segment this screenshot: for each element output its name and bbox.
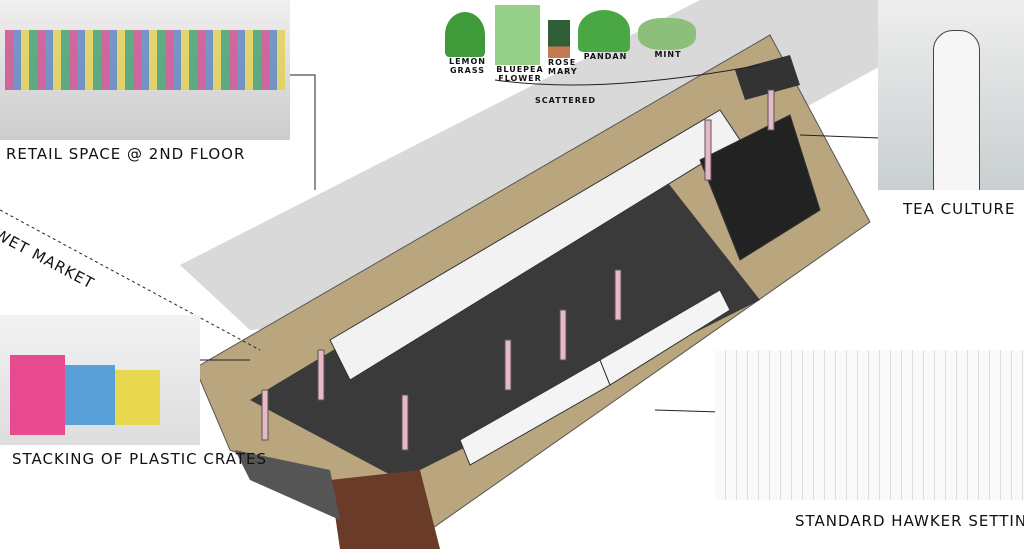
label-retail-space: Retail Space @ 2nd Floor xyxy=(6,145,246,163)
entrance-stairs xyxy=(330,470,440,549)
herb-label: Bluepea Flower xyxy=(496,65,544,83)
hawker-setting-photo xyxy=(715,350,1024,500)
hawker-stall-row-2 xyxy=(599,289,731,386)
pillars xyxy=(261,89,775,451)
bluepea-flower-plant-icon xyxy=(495,5,540,65)
herb-lemon-grass: Lemon Grass xyxy=(445,12,490,75)
label-hawker-setting: Standard Hawker Setting xyxy=(795,512,1024,530)
tea-culture-photo xyxy=(878,0,1024,190)
herb-label: Pandan xyxy=(583,52,628,61)
herb-mint: Mint xyxy=(638,18,698,59)
lemon-grass-plant-icon xyxy=(445,12,485,57)
herb-label: Lemon Grass xyxy=(448,57,487,75)
leader-lines xyxy=(0,64,881,413)
front-steps xyxy=(235,450,340,520)
label-tea-culture: Tea Culture xyxy=(903,200,1016,218)
herb-label: Rose Mary xyxy=(548,58,578,76)
plastic-crates-photo xyxy=(0,315,200,445)
pandan-plant-icon xyxy=(578,10,630,52)
mint-plant-icon xyxy=(638,18,696,50)
herb-bluepea-flower: Bluepea Flower xyxy=(495,5,545,83)
herb-pandan: Pandan xyxy=(578,10,633,61)
herb-rosemary: Rose Mary xyxy=(548,20,578,76)
retail-space-photo xyxy=(0,0,290,140)
main-hall-floor xyxy=(250,160,760,480)
label-plastic-crates: Stacking of Plastic Crates xyxy=(12,450,267,468)
rosemary-plant-icon xyxy=(548,20,570,58)
label-scattered: Scattered xyxy=(535,96,597,105)
herb-label: Mint xyxy=(654,50,682,59)
tea-stall-block xyxy=(699,114,821,261)
